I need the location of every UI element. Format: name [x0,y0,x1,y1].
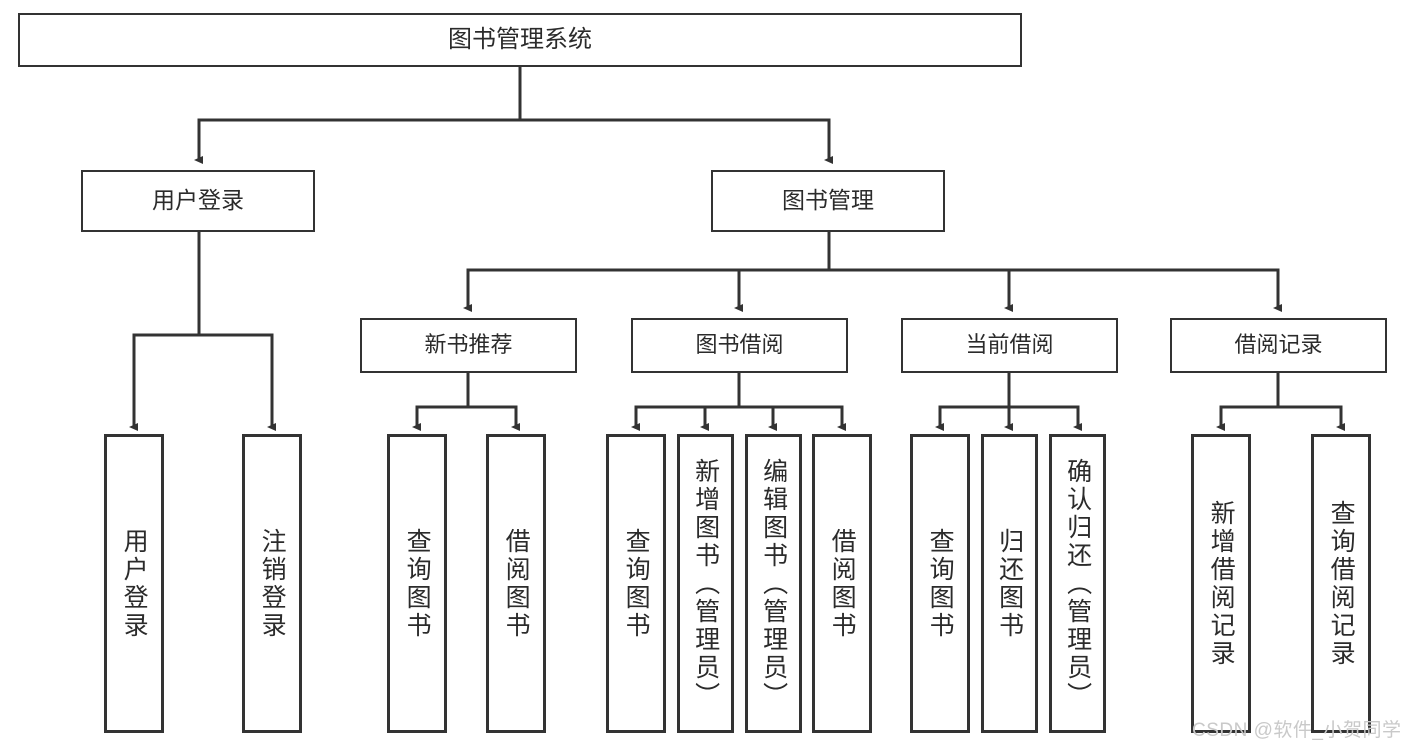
leaf-edit-book-admin[interactable]: 编辑图书（管理员） [745,434,802,733]
leaf-query-borrow-record[interactable]: 查询借阅记录 [1311,434,1371,733]
node-label: 新增图书（管理员） [691,457,720,710]
leaf-query-book-borrow[interactable]: 查询图书 [606,434,666,733]
leaf-user-login[interactable]: 用户登录 [104,434,164,733]
node-label: 图书管理系统 [448,25,592,53]
node-label: 查询图书 [403,527,432,640]
leaf-borrow-book[interactable]: 借阅图书 [812,434,872,733]
node-current-borrow[interactable]: 当前借阅 [901,318,1118,373]
node-label: 查询借阅记录 [1327,499,1356,668]
node-label: 新书推荐 [424,332,513,358]
node-label: 图书借阅 [695,332,784,358]
node-label: 借阅图书 [828,527,857,640]
leaf-confirm-return-admin[interactable]: 确认归还（管理员） [1049,434,1106,733]
node-root-book-management-system[interactable]: 图书管理系统 [18,13,1022,67]
leaf-query-book-current[interactable]: 查询图书 [910,434,970,733]
node-label: 新增借阅记录 [1207,499,1236,668]
node-label: 借阅图书 [502,527,531,640]
node-label: 图书管理 [782,187,874,214]
leaf-logout-login[interactable]: 注销登录 [242,434,302,733]
node-book-borrow[interactable]: 图书借阅 [631,318,848,373]
leaf-return-book[interactable]: 归还图书 [981,434,1038,733]
node-new-book-recommend[interactable]: 新书推荐 [360,318,577,373]
node-label: 当前借阅 [965,332,1054,358]
leaf-borrow-book-recommend[interactable]: 借阅图书 [486,434,546,733]
node-label: 编辑图书（管理员） [759,457,788,710]
node-borrow-record[interactable]: 借阅记录 [1170,318,1387,373]
node-label: 查询图书 [926,527,955,640]
node-label: 用户登录 [120,527,149,640]
node-label: 确认归还（管理员） [1063,457,1092,710]
node-label: 注销登录 [258,527,287,640]
leaf-add-book-admin[interactable]: 新增图书（管理员） [677,434,734,733]
node-user-login[interactable]: 用户登录 [81,170,315,232]
node-label: 归还图书 [995,527,1024,640]
leaf-add-borrow-record[interactable]: 新增借阅记录 [1191,434,1251,733]
node-label: 查询图书 [622,527,651,640]
node-label: 用户登录 [152,187,244,214]
node-book-management[interactable]: 图书管理 [711,170,945,232]
leaf-query-book-recommend[interactable]: 查询图书 [387,434,447,733]
node-label: 借阅记录 [1234,332,1323,358]
csdn-watermark: CSDN @软件_小贺同学 [1192,720,1402,741]
